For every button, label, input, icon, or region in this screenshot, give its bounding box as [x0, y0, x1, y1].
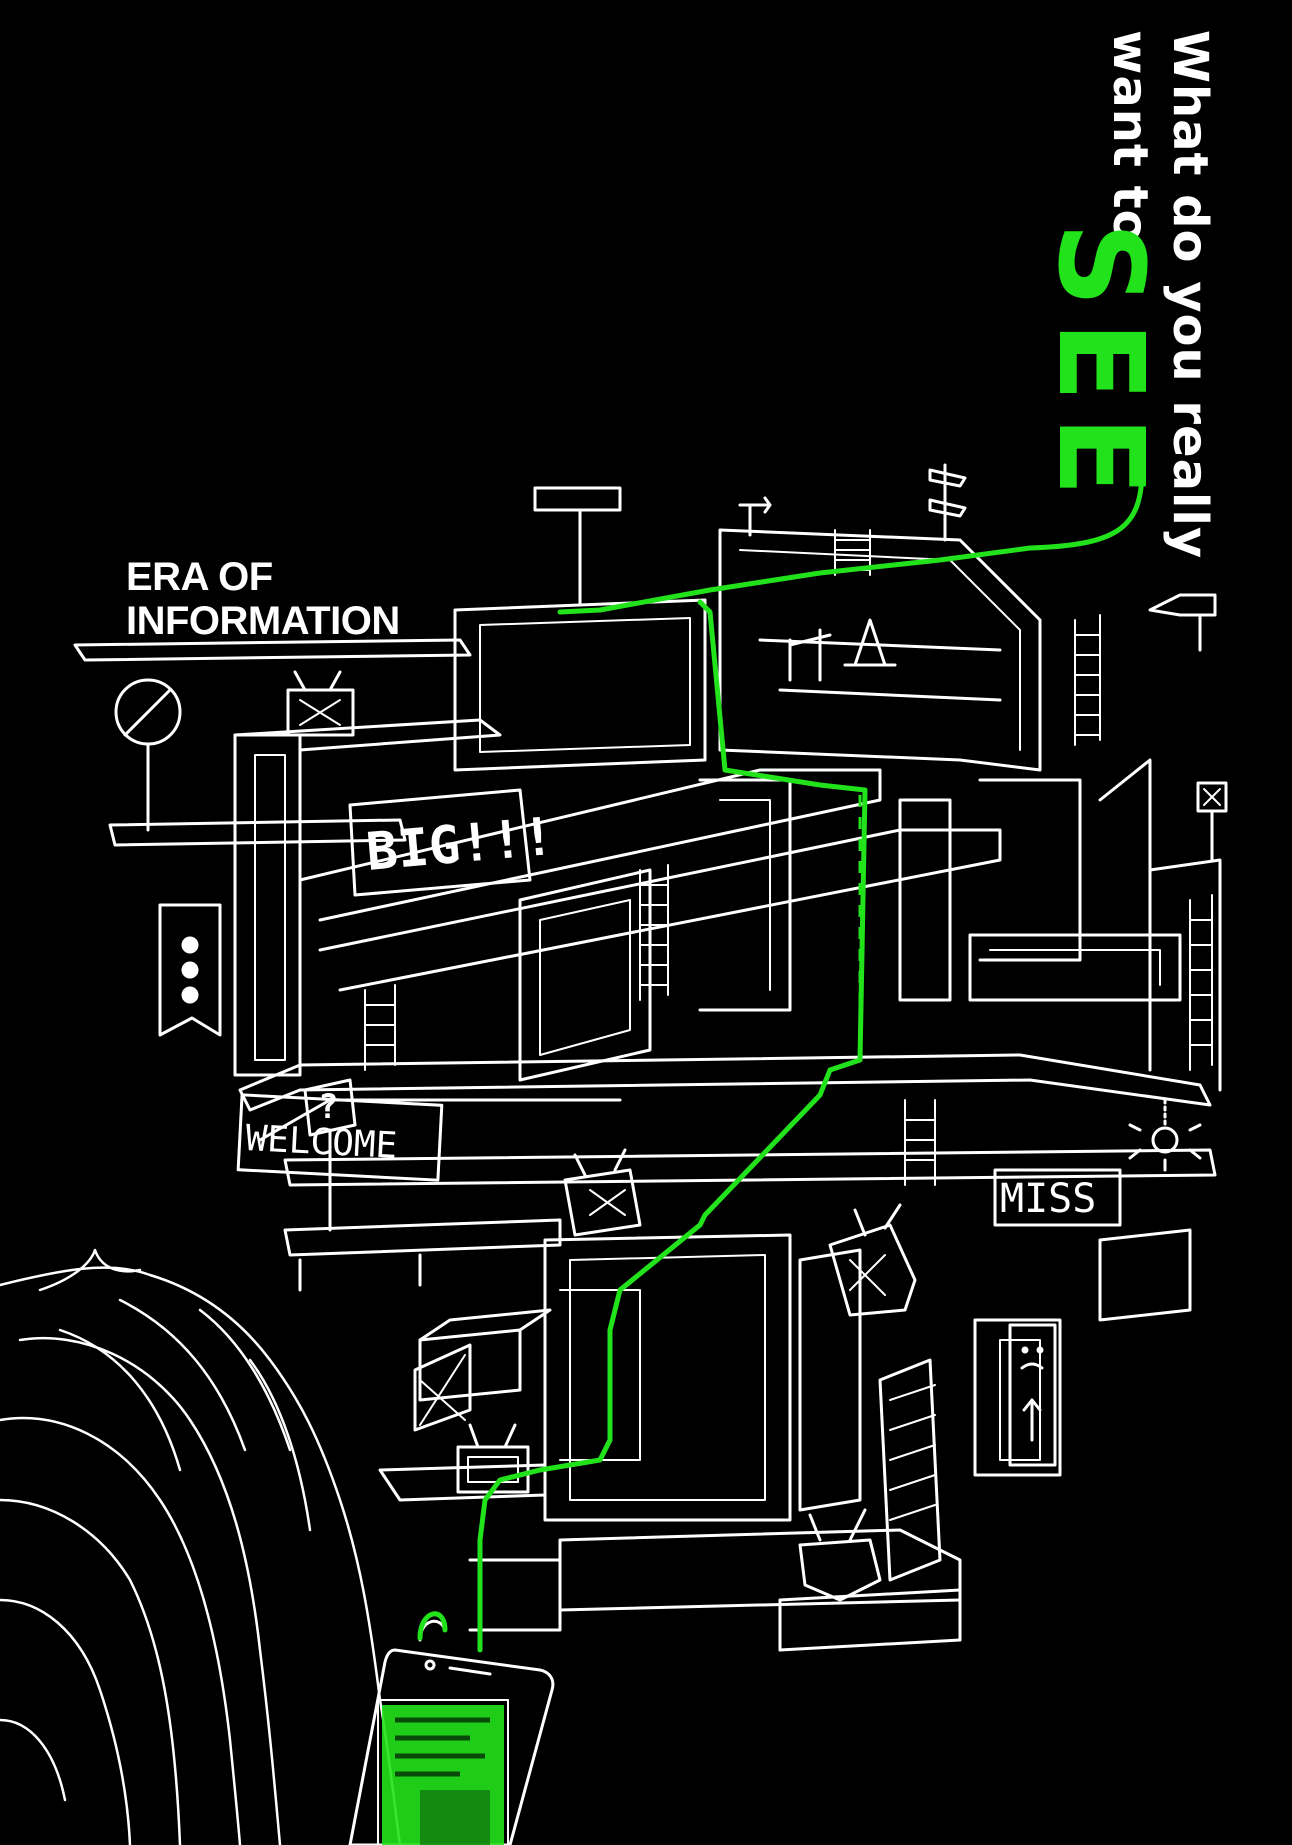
broken-tv — [798, 1508, 882, 1602]
green-path-line — [417, 467, 1145, 1653]
no-entry-sign — [114, 678, 182, 832]
welcome-sign-text: WELCOME — [245, 1118, 399, 1167]
lightbulb — [1128, 1098, 1202, 1172]
right-x-sign — [1196, 781, 1228, 862]
small-tv — [456, 1423, 530, 1494]
traffic-cone — [788, 618, 897, 682]
phone-screen — [382, 1705, 504, 1845]
stacked-notes — [878, 1358, 942, 1582]
tv-box-center — [563, 1148, 642, 1237]
headline-emphasis: SEE — [1032, 222, 1170, 511]
banner-flag — [158, 903, 222, 1037]
label-line-1: ERA OF — [126, 555, 273, 599]
person-head — [0, 1248, 402, 1845]
crate — [413, 1343, 472, 1432]
maze-structure — [233, 528, 1222, 1652]
welcome-sign — [236, 1093, 444, 1182]
miss-sign — [993, 1168, 1122, 1227]
big-sign — [348, 788, 532, 897]
question-sign — [303, 1078, 357, 1232]
top-sign — [533, 486, 622, 607]
question-mark: ? — [318, 1087, 338, 1127]
tv-box-right — [828, 1203, 917, 1317]
miss-sign-text: MISS — [1000, 1176, 1096, 1222]
headline-line-1: What do you really — [1162, 30, 1218, 560]
left-shelf — [73, 638, 472, 847]
label-line-2: INFORMATION — [126, 599, 400, 643]
big-sign-text: BIG!!! — [364, 807, 556, 883]
arrow-signpost — [738, 463, 967, 542]
headline-line-2: want to — [1102, 30, 1158, 244]
left-arrow-sign — [1148, 593, 1217, 652]
era-of-information-label: ERA OF INFORMATION — [126, 555, 400, 643]
sad-face-sign — [1008, 1323, 1057, 1467]
tv-box-top — [286, 670, 355, 737]
